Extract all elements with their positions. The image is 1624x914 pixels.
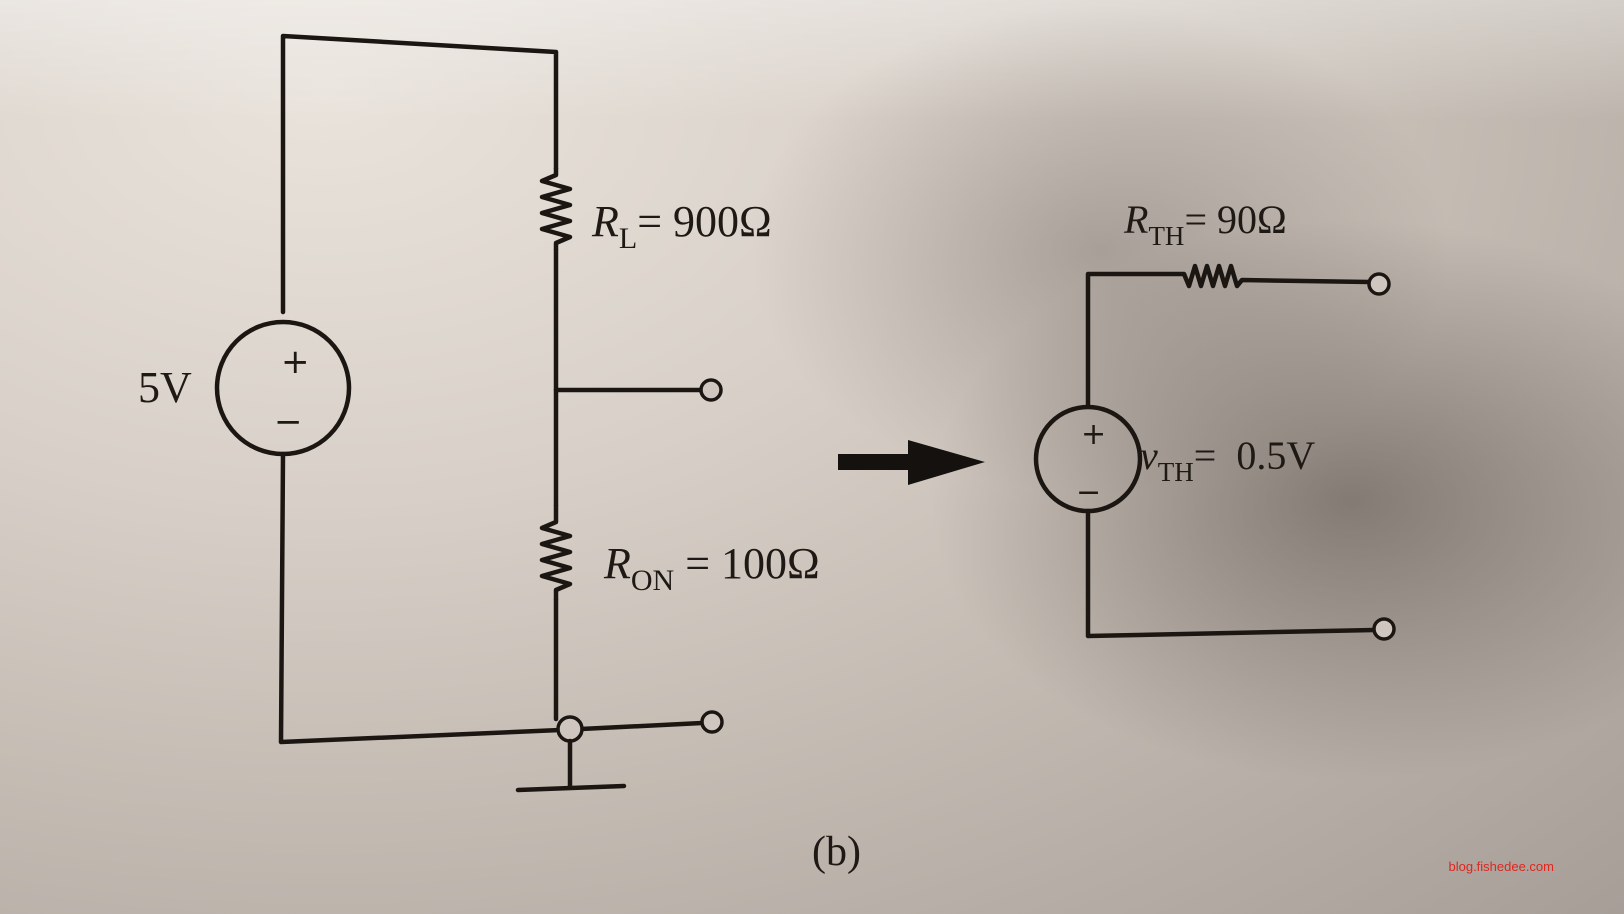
source-5v-label: 5V (138, 363, 192, 412)
ground-icon (515, 783, 627, 793)
minus-sign: − (274, 402, 303, 442)
thevenin-bottom-wire (1085, 508, 1377, 639)
resistor-rl (539, 168, 573, 250)
left-bottom-wire (278, 451, 563, 745)
ron-label: RON = 100Ω (604, 538, 820, 597)
rth-label: RTH= 90Ω (1124, 196, 1287, 251)
vth-subscript: TH (1157, 457, 1194, 487)
left-top-wire (280, 33, 559, 315)
vth-value: = 0.5V (1193, 433, 1316, 478)
rth-symbol: R (1124, 197, 1149, 242)
thevenin-terminal-top (1367, 272, 1391, 296)
rl-value: = 900Ω (637, 197, 772, 246)
ron-symbol: R (604, 539, 631, 588)
right-arrow-icon (838, 440, 985, 485)
rl-subscript: L (618, 222, 638, 255)
rl-symbol: R (592, 197, 619, 246)
vth-minus-sign: − (1076, 475, 1102, 510)
rl-label: RL= 900Ω (592, 196, 772, 255)
thevenin-top-wire (1085, 271, 1187, 409)
output-terminal-bottom (700, 710, 724, 734)
vth-symbol: v (1140, 433, 1158, 478)
ron-value: = 100Ω (685, 539, 820, 588)
resistor-ron (539, 505, 573, 600)
ron-subscript: ON (630, 564, 675, 597)
vth-plus-sign: + (1081, 417, 1107, 452)
ground-node (556, 715, 584, 743)
watermark: blog.fishedee.com (1448, 859, 1554, 874)
rth-value: = 90Ω (1184, 197, 1287, 242)
plus-sign: + (281, 342, 310, 382)
thevenin-terminal-bottom (1372, 617, 1396, 641)
output-terminal-top (699, 378, 723, 402)
vth-label: vTH= 0.5V (1140, 432, 1316, 487)
figure-caption: (b) (812, 829, 861, 875)
output-bottom-wire (578, 720, 705, 732)
resistor-rth (1181, 263, 1370, 289)
rth-subscript: TH (1148, 221, 1185, 251)
